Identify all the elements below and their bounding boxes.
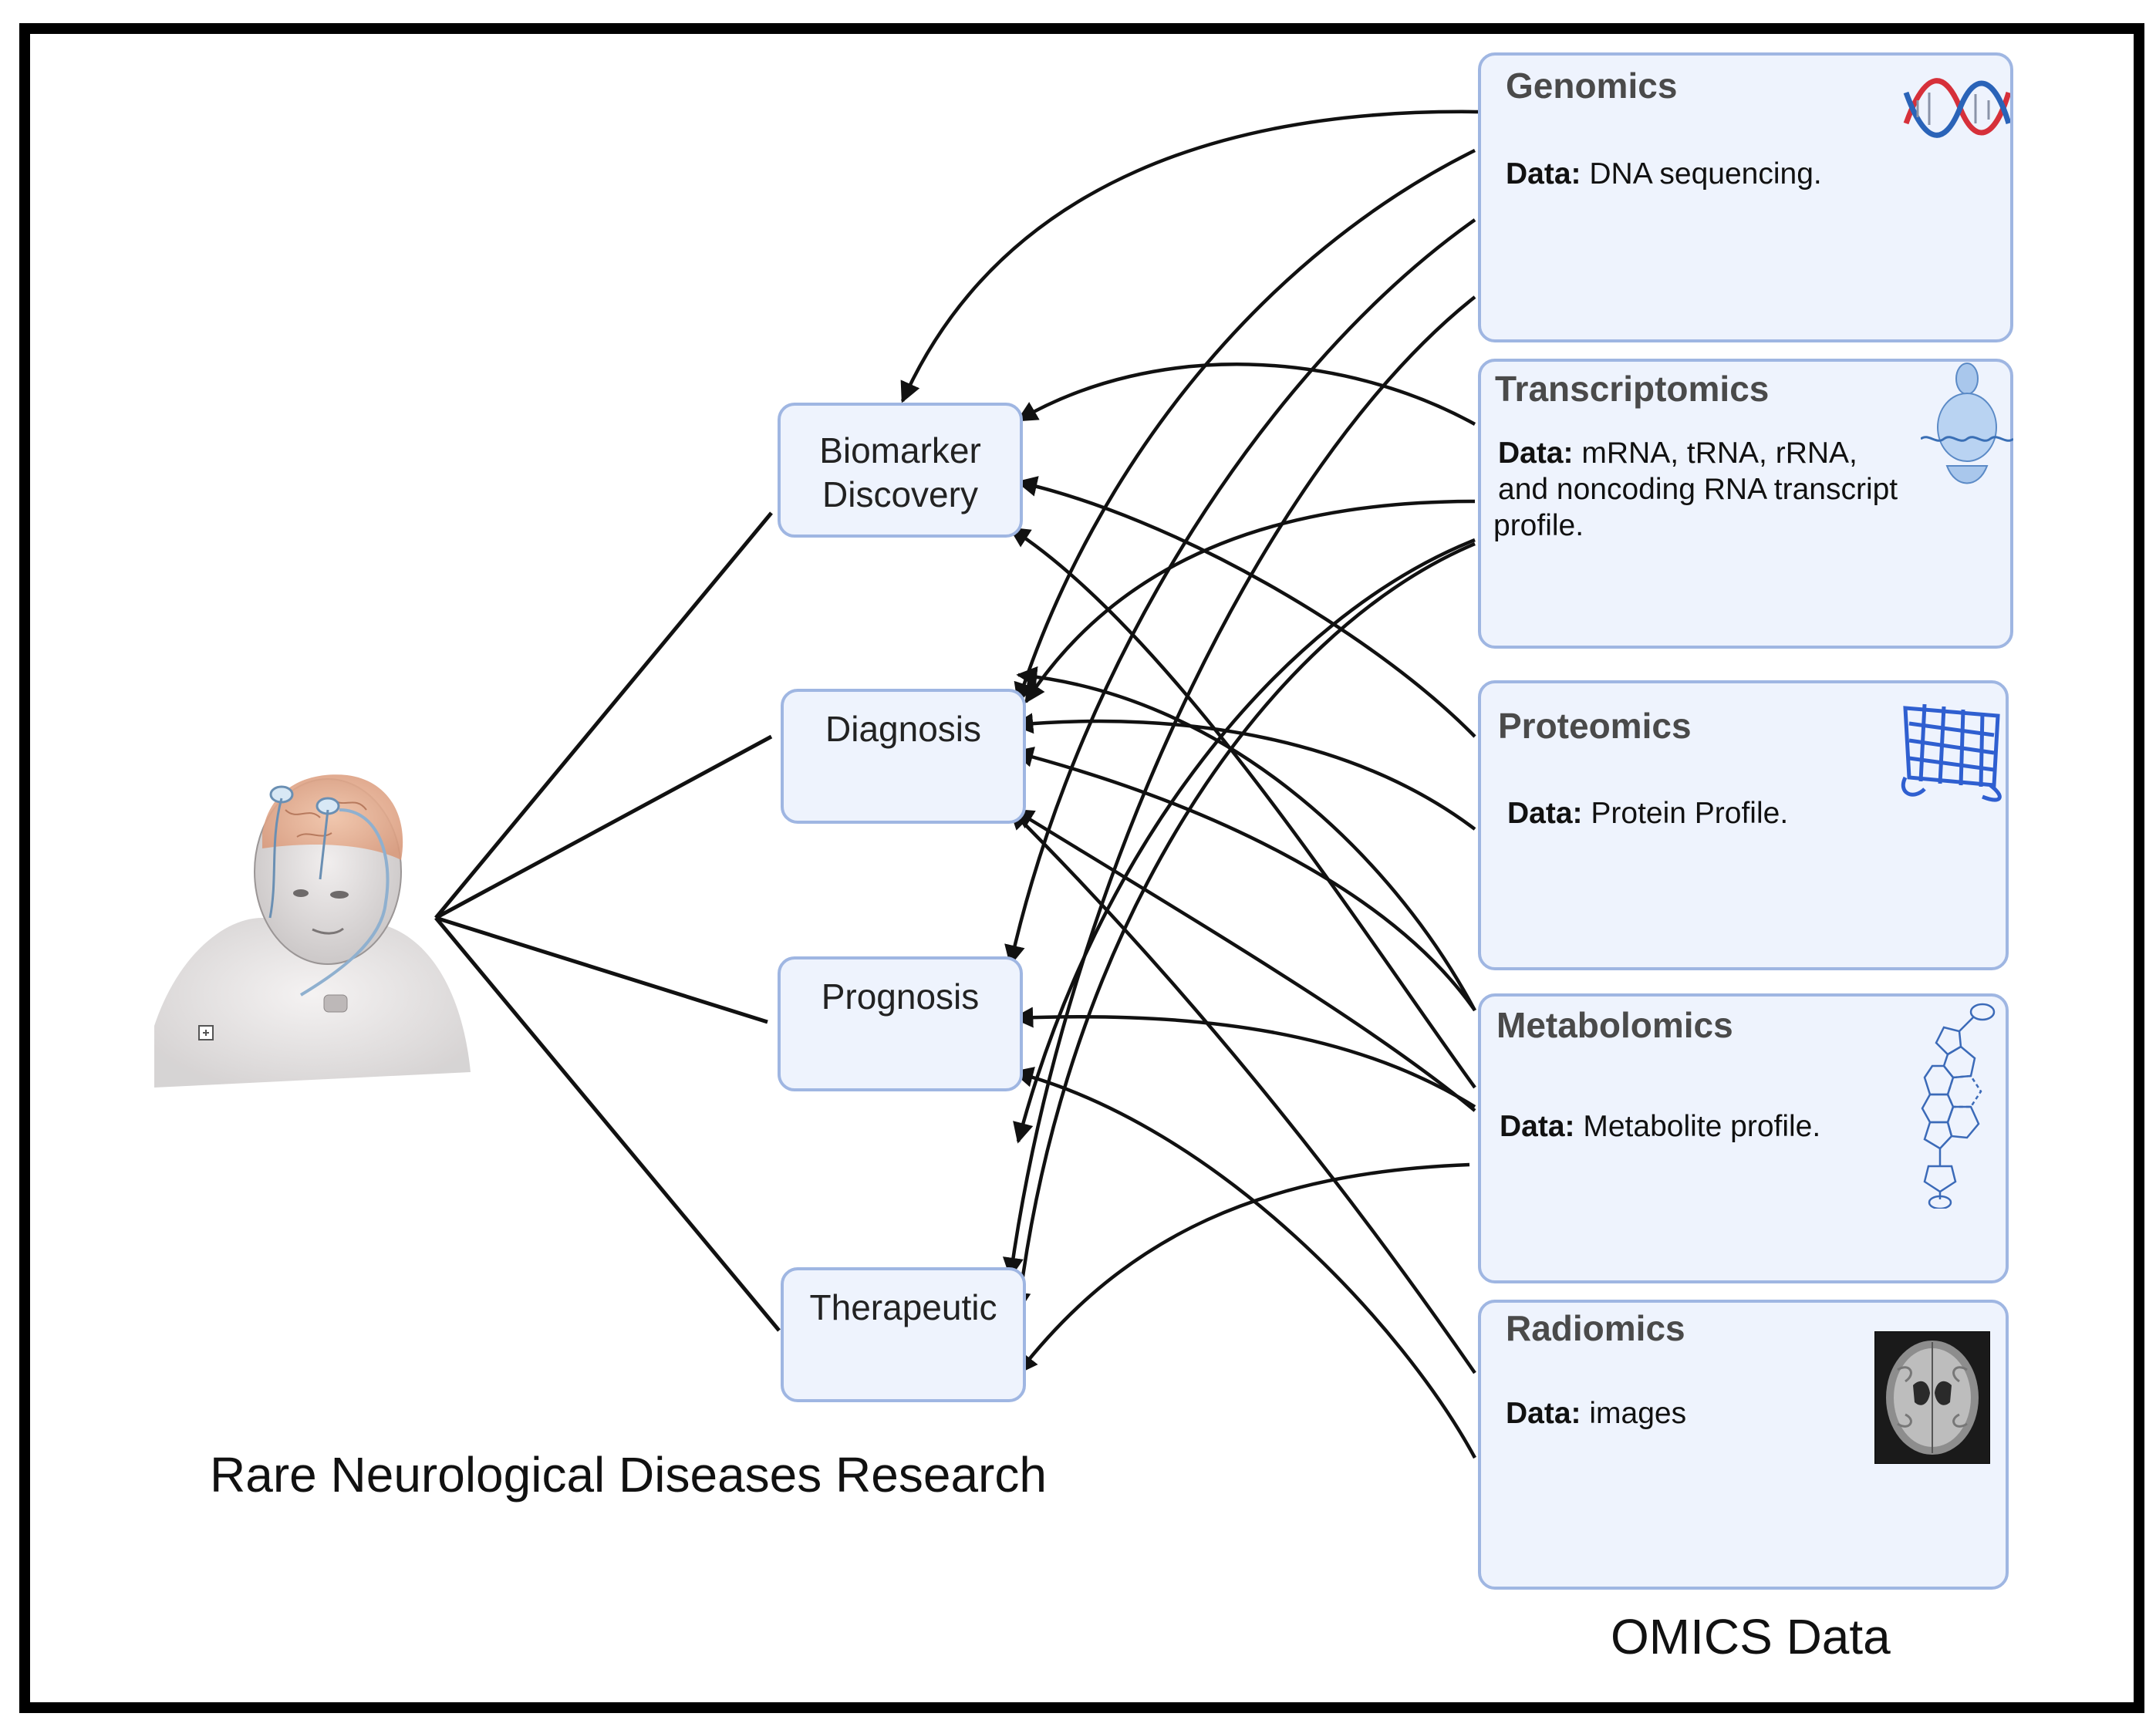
arrow-metabolomics-prognosis	[1012, 1007, 1476, 1108]
hub-line-biomarker	[434, 511, 773, 919]
application-label-diagnosis: Diagnosis	[825, 707, 981, 751]
omics-title: Transcriptomics	[1495, 369, 1770, 409]
arrow-radiomics-prognosis	[1012, 1067, 1476, 1459]
application-label-line-1: Prognosis	[821, 976, 980, 1017]
right-caption: OMICS Data	[1611, 1609, 1891, 1664]
omics-data-label: Data:	[1506, 157, 1581, 191]
arrow-genomics-diagnosis	[1014, 148, 1476, 704]
arrow-transcriptomics-diagnosis	[1024, 499, 1476, 704]
omics-data-line-2: and noncoding RNA transcript	[1498, 473, 1898, 506]
application-box-prognosis: Prognosis	[778, 956, 1023, 1091]
hub-line-diagnosis	[434, 734, 773, 920]
omics-data-text: Data: DNA sequencing.	[1506, 156, 1822, 192]
application-label-line-1: Diagnosis	[825, 709, 981, 749]
arrow-transcriptomics-biomarker	[1016, 363, 1476, 426]
omics-data-label: Data:	[1498, 437, 1574, 470]
molecule-structure-icon	[1905, 1000, 2002, 1210]
application-label-therapeutic: Therapeutic	[810, 1286, 997, 1330]
hub-line-prognosis	[435, 916, 768, 1024]
application-label-line-2: Discovery	[822, 474, 978, 514]
application-box-biomarker: Biomarker Discovery	[778, 403, 1023, 538]
omics-data-label: Data:	[1500, 1110, 1575, 1143]
omics-box-genomics: Genomics Data: DNA sequencing.	[1478, 52, 2013, 342]
omics-box-radiomics: Radiomics Data: images	[1478, 1300, 2009, 1590]
arrow-proteomics-biomarker	[1016, 476, 1476, 738]
application-label-biomarker: Biomarker Discovery	[819, 429, 981, 517]
omics-data-value: Protein Profile.	[1591, 797, 1789, 830]
omics-data-text: Data: Metabolite profile.	[1500, 1108, 1820, 1145]
omics-data-label: Data:	[1506, 1397, 1581, 1430]
omics-data-label: Data:	[1507, 797, 1583, 830]
omics-data-value: DNA sequencing.	[1589, 157, 1822, 191]
arrow-proteomics-diagnosis	[1012, 713, 1476, 831]
arrow-genomics-biomarker	[900, 110, 1482, 403]
patient-head-electrodes-icon	[154, 764, 478, 1088]
omics-box-metabolomics: Metabolomics Data: Metabolite profile.	[1478, 993, 2009, 1283]
arrow-radiomics-diagnosis	[1009, 808, 1476, 1374]
omics-data-text: Data: images	[1506, 1395, 1686, 1432]
omics-data-text: Data: mRNA, tRNA, rRNA, and noncoding RN…	[1493, 435, 1898, 544]
application-label-line-1: Biomarker	[819, 430, 981, 470]
application-label-prognosis: Prognosis	[822, 975, 980, 1019]
arrow-transcriptomics-therapeutic	[1010, 541, 1476, 1314]
omics-data-value: images	[1589, 1397, 1687, 1430]
omics-title: Genomics	[1506, 66, 1678, 106]
arrow-metabolomics-biomarker	[1008, 527, 1476, 1089]
omics-arrows	[900, 110, 1482, 1459]
ribosome-icon	[1920, 362, 2014, 493]
hub-line-therapeutic	[434, 916, 781, 1332]
protein-structure-icon	[1898, 693, 2006, 804]
application-box-diagnosis: Diagnosis	[781, 689, 1026, 824]
omics-data-line-3: profile.	[1493, 509, 1584, 542]
left-caption: Rare Neurological Diseases Research	[210, 1447, 1047, 1502]
omics-data-value: mRNA, tRNA, rRNA,	[1581, 437, 1857, 470]
omics-title: Radiomics	[1506, 1308, 1685, 1348]
arrow-genomics-prognosis	[1004, 218, 1476, 966]
brain-mri-icon	[1874, 1330, 1991, 1465]
dna-helix-icon	[1902, 77, 2012, 139]
arrow-proteomics-therapeutic	[1016, 666, 1476, 1012]
application-label-line-1: Therapeutic	[809, 1287, 997, 1327]
application-box-therapeutic: Therapeutic	[781, 1267, 1026, 1402]
arrow-metabolomics-therapeutic	[1017, 1162, 1470, 1375]
arrow-proteomics-prognosis	[1012, 747, 1476, 1012]
arrow-genomics-therapeutic	[1002, 295, 1476, 1279]
omics-title: Metabolomics	[1496, 1005, 1733, 1045]
omics-box-proteomics: Proteomics Data: Protein Profile.	[1478, 680, 2009, 970]
omics-box-transcriptomics: Transcriptomics Data: mRNA, tRNA, rRNA, …	[1478, 359, 2014, 649]
omics-title: Proteomics	[1498, 706, 1692, 746]
omics-data-text: Data: Protein Profile.	[1507, 795, 1788, 831]
arrow-metabolomics-diagnosis	[1012, 808, 1476, 1112]
omics-data-line-1: Data: mRNA, tRNA, rRNA,	[1498, 435, 1898, 471]
omics-data-value: Metabolite profile.	[1583, 1110, 1821, 1143]
hub-lines	[434, 511, 781, 1332]
